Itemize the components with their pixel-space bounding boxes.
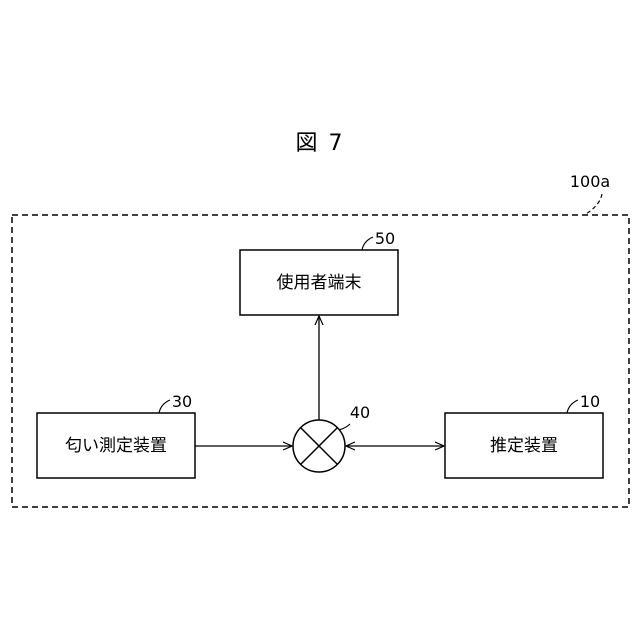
user-terminal-ref-leader bbox=[362, 237, 373, 250]
hub-ref: 40 bbox=[350, 403, 370, 422]
estimation-device-ref: 10 bbox=[580, 392, 600, 411]
system-ref-leader bbox=[586, 194, 602, 214]
odor-device-label: 匂い測定装置 bbox=[65, 436, 167, 456]
user-terminal-ref: 50 bbox=[375, 229, 395, 248]
odor-device-ref-leader bbox=[159, 400, 170, 413]
hub-ref-leader bbox=[339, 424, 350, 430]
estimation-device-label: 推定装置 bbox=[490, 436, 558, 456]
estimation-device-ref-leader bbox=[567, 400, 578, 413]
user-terminal-label: 使用者端末 bbox=[277, 272, 362, 293]
system-ref-label: 100a bbox=[570, 172, 610, 191]
odor-device-ref: 30 bbox=[172, 392, 192, 411]
figure-title: 図 7 bbox=[296, 131, 345, 156]
